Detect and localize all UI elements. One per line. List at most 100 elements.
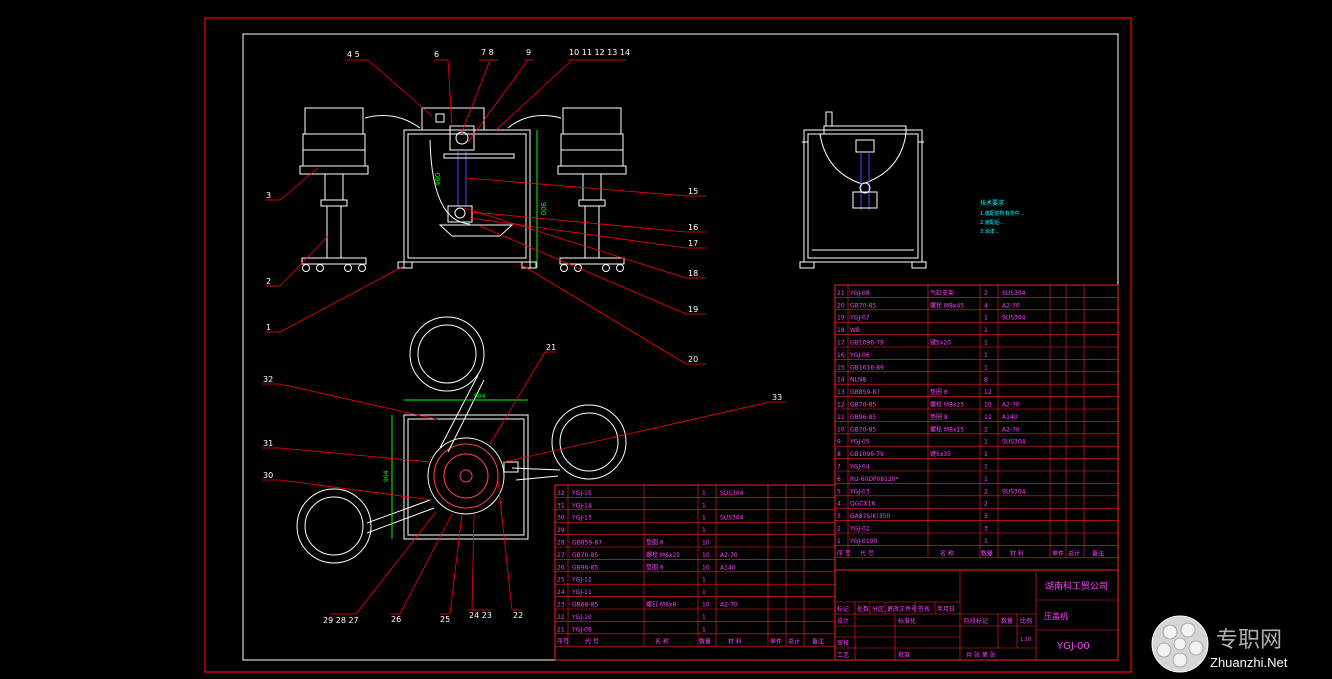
- notes-line-3: 3.油漆...: [980, 228, 1000, 235]
- bom-left-cell-code: YGJ-14: [571, 502, 592, 509]
- bom-left-cell-name: 螺栓 M6x25: [646, 551, 680, 559]
- bom-left-cell-material: A2-70: [720, 602, 738, 609]
- bom-main-cell-no: 2: [837, 526, 841, 533]
- bom-main-cell-material: SUS304: [1002, 488, 1026, 495]
- company-name: 湖南科工贸公司: [1045, 580, 1108, 592]
- rev-label-0: 标记: [837, 605, 849, 613]
- bom-main-cell-no: 10: [837, 426, 845, 433]
- bom-main-cell-material: A2-70: [1002, 426, 1020, 433]
- bom-main-cell-qty: 1: [984, 340, 988, 347]
- bom-main-cell-qty: 3: [984, 513, 988, 520]
- bom-main-cell-qty: 1: [984, 327, 988, 334]
- bom-main-cell-header-name: 名 称: [940, 549, 954, 557]
- scale-value: 1:10: [1020, 637, 1031, 643]
- bom-main-cell-code: YGJ-08: [849, 290, 870, 297]
- front-view: [299, 107, 627, 272]
- stage-label: 阶段标记: [964, 617, 988, 625]
- bom-main-cell-name: 螺栓 M8x45: [930, 301, 964, 309]
- drawing-number: YGJ-00: [1056, 641, 1090, 652]
- bom-main-cell-no: 17: [837, 340, 845, 347]
- bom-left-cell-code: YGJ-09: [571, 626, 592, 633]
- bom-main-cell-material: SUS304: [1002, 439, 1026, 446]
- bom-main-cell-name: 螺栓 M8x25: [930, 401, 964, 409]
- bom-main-cell-header-remark: 备注: [1092, 549, 1104, 557]
- bom-main-cell-qty: 4: [984, 302, 988, 309]
- bom-main-cell-name: 气缸支架: [930, 289, 954, 297]
- bom-main-cell-code: WB: [850, 327, 860, 334]
- bom-main-cell-no: 15: [837, 364, 845, 371]
- bom-main-cell-code: QGCX16: [850, 501, 875, 508]
- bom-main-cell-qty: 3: [984, 526, 988, 533]
- bom-left-cell-qty: 1: [702, 502, 706, 509]
- bom-left-cell-no: 24: [557, 589, 565, 596]
- bom-left-cell-no: 23: [557, 602, 565, 609]
- bom-main-cell-code: YGJ-0100: [849, 538, 877, 545]
- bom-main-cell-code: GB96-85: [850, 414, 876, 421]
- bom-main-cell-code: GB70-85: [850, 302, 876, 309]
- dim-plan-width-label: 904: [474, 393, 486, 400]
- bom-main-cell-no: 7: [837, 464, 841, 471]
- bom-left-cell-name: 垫圈 6: [646, 563, 664, 571]
- bom-left-cell-code: GB70-85: [572, 552, 598, 559]
- bom-main-cell-header-w1: 单件: [1052, 549, 1064, 557]
- bom-main-cell-no: 5: [837, 488, 841, 495]
- bom-left-cell-header-no: 序号: [557, 638, 569, 646]
- bom-main-cell-code: YGJ-03: [849, 488, 870, 495]
- dim-plan-height-label: 904: [383, 470, 390, 482]
- bom-left-cell-header-qty: 数量: [699, 638, 711, 646]
- bom-main-cell-name: 螺栓 M8x15: [930, 425, 964, 433]
- bom-main-cell-qty: 2: [984, 290, 988, 297]
- balloon-15: 15: [688, 187, 698, 196]
- bom-left-cell-qty: 10: [702, 540, 710, 547]
- watermark-cn: 专职网: [1216, 627, 1282, 652]
- bom-left-cell-header-remark: 备注: [812, 638, 824, 646]
- bom-main-cell-header-no: 序 号: [837, 549, 851, 557]
- bom-main-cell-name: 垫圈 8: [930, 388, 948, 396]
- bom-main-cell-qty: 1: [984, 464, 988, 471]
- bom-main-cell-code: GB859-87: [850, 389, 880, 396]
- bom-left-cell-no: 29: [557, 527, 565, 534]
- bom-main-cell-no: 8: [837, 451, 841, 458]
- bom-main-cell-code: GB70-85: [850, 426, 876, 433]
- bom-left-cell-material: SUS304: [720, 490, 744, 497]
- bom-main-cell-code: YGJ-07: [849, 315, 870, 322]
- bom-main-cell-qty: 1: [984, 439, 988, 446]
- bom-left-cell-no: 21: [557, 626, 565, 633]
- bom-left-cell-no: 26: [557, 564, 565, 571]
- bom-left-cell-header-w1: 单件: [770, 638, 782, 646]
- bom-main-cell-no: 6: [837, 476, 841, 483]
- bom-main-cell-no: 13: [837, 389, 845, 396]
- scale-label: 比例: [1020, 617, 1032, 625]
- notes-line-0: 技术要求: [980, 199, 1004, 207]
- bom-main-cell-code: GB1616-89: [850, 364, 884, 371]
- bom-left-cell-no: 32: [557, 490, 565, 497]
- sheet-label: 共 张 第 张: [966, 651, 996, 659]
- bom-left-cell-header-code: 代 号: [585, 638, 599, 646]
- bom-main-cell-material: A2-70: [1002, 402, 1020, 409]
- bom-left-cell-material: SUS304: [720, 515, 744, 522]
- bom-main-cell-qty: 1: [984, 315, 988, 322]
- bom-main-cell-material: A140: [1002, 414, 1018, 421]
- balloon-17: 17: [688, 239, 698, 248]
- bom-left-cell-header-w2: 总计: [788, 638, 800, 646]
- approve-label: 批准: [898, 651, 910, 659]
- balloon-33: 33: [772, 393, 782, 402]
- bom-left-cell-code: GB68-85: [572, 602, 598, 609]
- bom-left-cell-qty: 1: [702, 626, 706, 633]
- design-label: 设计: [837, 617, 849, 625]
- check-label: 审核: [837, 639, 849, 647]
- balloon-3: 3: [266, 191, 271, 200]
- bom-left-cell-code: YGJ-15: [571, 490, 592, 497]
- balloon-10-14: 10 11 12 13 14: [569, 48, 630, 57]
- rev-label-1: 处数: [857, 605, 869, 613]
- bom-left-cell-code: YGJ-10: [571, 614, 592, 621]
- bom-left-cell-material: A140: [720, 564, 736, 571]
- bom-main-cell-qty: 1: [984, 352, 988, 359]
- bom-main-cell-no: 19: [837, 315, 845, 322]
- balloon-1: 1: [266, 323, 271, 332]
- bom-main-cell-no: 4: [837, 501, 841, 508]
- bom-main-cell-material: SUS304: [1002, 290, 1026, 297]
- bom-main-cell-no: 1: [837, 538, 841, 545]
